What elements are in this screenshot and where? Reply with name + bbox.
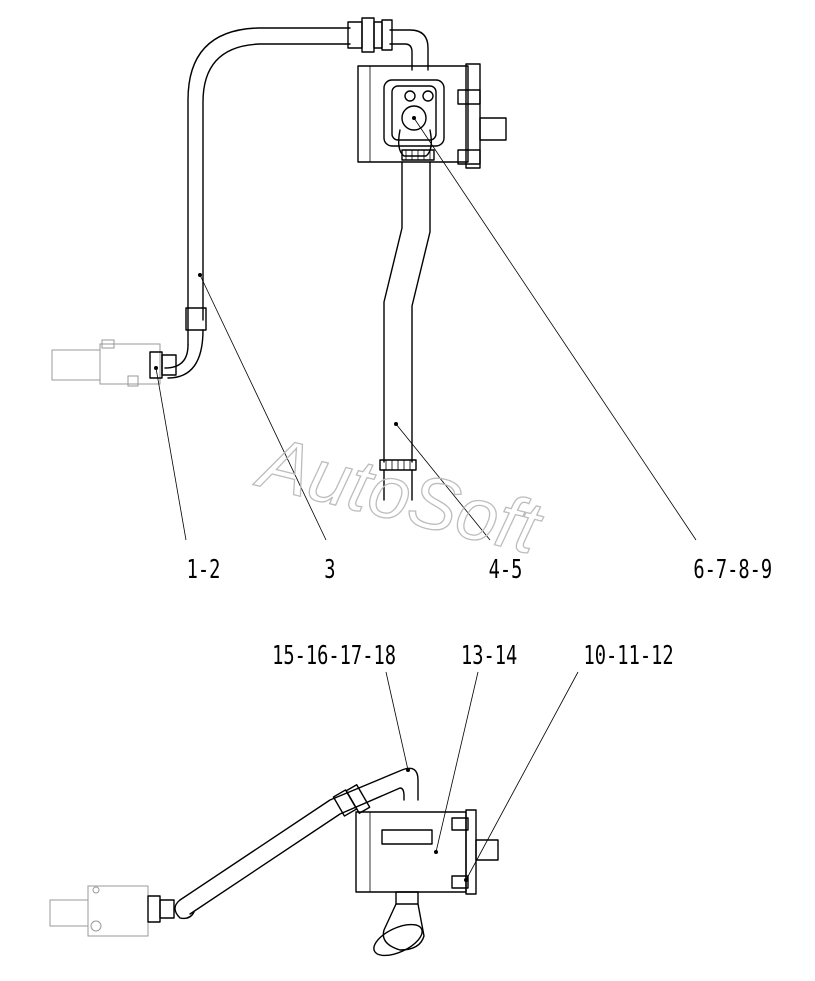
callout-4-5: 4-5: [489, 555, 523, 585]
callout-6-7-8-9: 6-7-8-9: [693, 555, 772, 585]
valve-bottom: [49, 885, 175, 937]
hose-4-5: [379, 161, 431, 501]
hose-fitting-top: [347, 17, 393, 53]
callout-1-2: 1-2: [187, 555, 221, 585]
callout-15-16-17-18: 15-16-17-18: [272, 641, 396, 671]
watermark: AutoSoft: [249, 419, 552, 570]
leader-lines-top: [154, 116, 697, 541]
hose-15-16-17-18: [174, 767, 419, 920]
top-assembly: [51, 17, 697, 541]
callout-13-14: 13-14: [461, 641, 517, 671]
valve-1-2: [51, 339, 177, 387]
pump-top: [357, 63, 507, 169]
hose-3: [164, 27, 429, 379]
callout-10-11-12: 10-11-12: [584, 641, 674, 671]
pump-bottom: [355, 809, 499, 957]
bottom-assembly: [49, 671, 579, 957]
callout-3: 3: [324, 555, 335, 585]
leader-lines-bottom: [385, 671, 579, 882]
